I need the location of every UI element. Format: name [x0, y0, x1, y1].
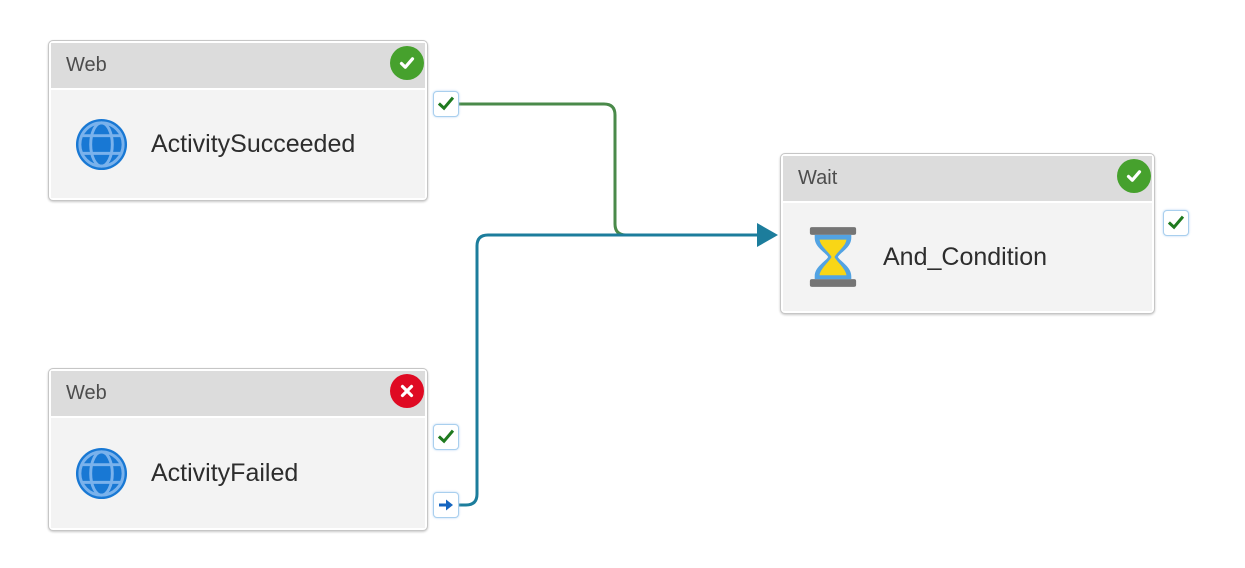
activity-name-label: ActivitySucceeded — [151, 129, 356, 158]
status-succeeded-icon — [390, 46, 424, 80]
globe-icon — [51, 446, 151, 501]
status-failed-icon — [390, 374, 424, 408]
activity-body[interactable]: ActivityFailed — [51, 418, 425, 528]
port-completion-activity-failed[interactable] — [433, 492, 459, 518]
activity-body[interactable]: ActivitySucceeded — [51, 90, 425, 198]
activity-header: Web — [51, 43, 425, 88]
port-success-activity-succeeded[interactable] — [433, 91, 459, 117]
activity-type-label: Web — [66, 382, 107, 404]
activity-name-label: ActivityFailed — [151, 458, 299, 487]
activity-name-label: And_Condition — [883, 242, 1048, 271]
connector-completion[interactable] — [459, 233, 757, 507]
connector-arrowhead — [757, 223, 778, 247]
hourglass-icon — [783, 227, 883, 287]
activity-node-web-failed[interactable]: Web ActivityFailed — [48, 368, 428, 531]
globe-icon — [51, 117, 151, 172]
activity-type-label: Web — [66, 54, 107, 76]
activity-body[interactable]: And_Condition — [783, 203, 1152, 311]
activity-node-wait[interactable]: Wait And_Condition — [780, 153, 1155, 314]
port-success-activity-failed[interactable] — [433, 424, 459, 450]
status-succeeded-icon — [1117, 159, 1151, 193]
activity-type-label: Wait — [798, 167, 838, 189]
activity-header: Wait — [783, 156, 1152, 201]
activity-header: Web — [51, 371, 425, 416]
activity-node-web-succeeded[interactable]: Web ActivitySucceeded — [48, 40, 428, 201]
port-success-and-condition[interactable] — [1163, 210, 1189, 236]
connector-success[interactable] — [459, 102, 757, 237]
